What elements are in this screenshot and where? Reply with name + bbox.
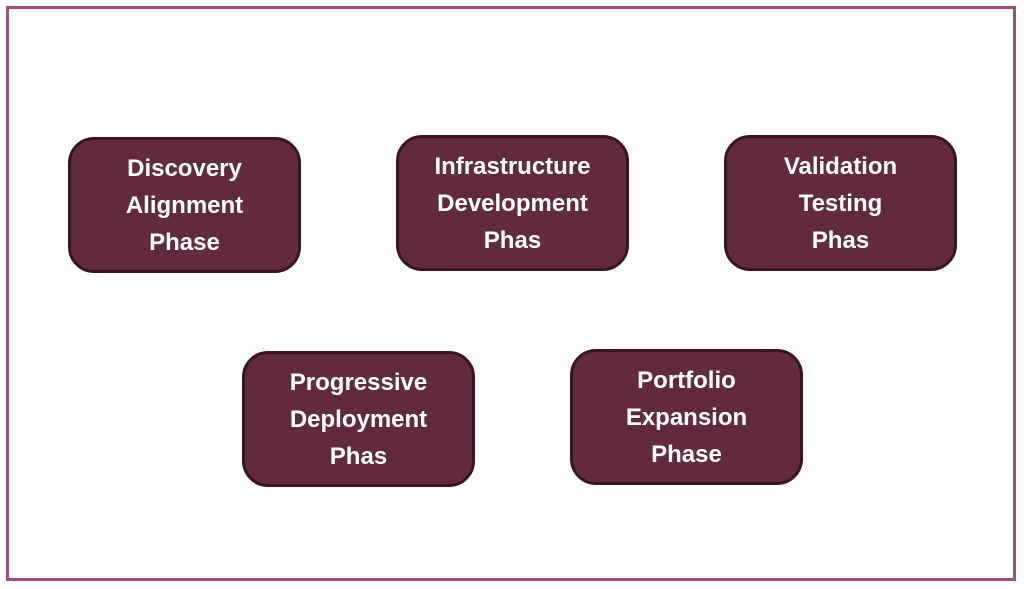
phase-label: Infrastructure Development Phas [434,152,591,254]
phase-box-portfolio-expansion: Portfolio Expansion Phase [570,349,803,485]
phase-box-infrastructure-development: Infrastructure Development Phas [396,135,629,271]
diagram-frame [6,6,1016,581]
phase-label: Progressive Deployment Phas [289,368,428,470]
phase-label: Portfolio Expansion Phase [625,366,748,468]
phase-box-progressive-deployment: Progressive Deployment Phas [242,351,475,487]
phase-box-discovery-alignment: Discovery Alignment Phase [68,137,301,273]
phase-label: Validation Testing Phas [783,152,898,254]
phase-box-validation-testing: Validation Testing Phas [724,135,957,271]
phase-label: Discovery Alignment Phase [125,154,244,256]
